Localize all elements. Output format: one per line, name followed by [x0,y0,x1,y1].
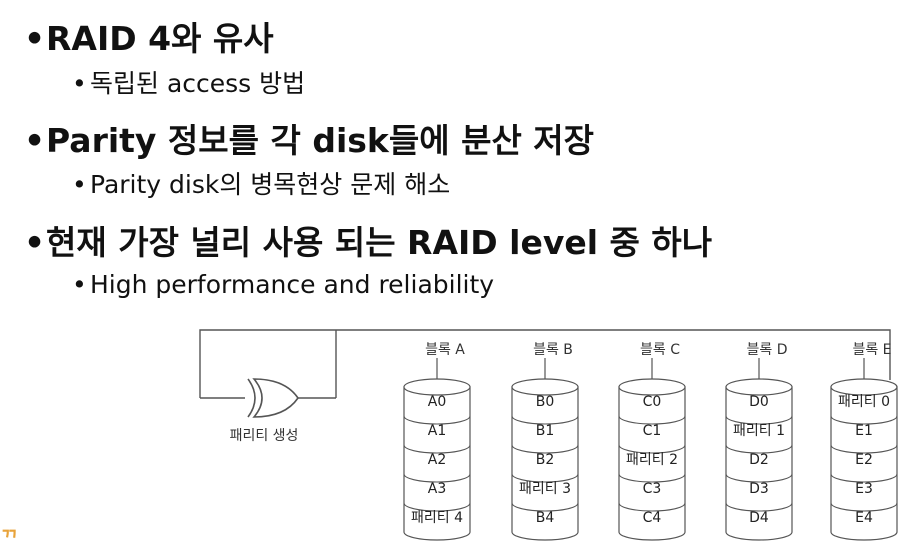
disk-top [403,378,471,396]
disk-block: B4 [536,510,555,526]
disk-separator [725,444,793,454]
disk-separator [618,502,686,512]
disk-block: 패리티 4 [411,510,463,526]
disk-separator [511,415,579,425]
disk-separator [618,473,686,483]
bullet-dot: • [72,270,87,299]
disk-block: B2 [536,452,555,468]
disk-label: 블록 D [747,342,788,358]
bullet-4: •Parity disk의 병목현상 문제 해소 [72,165,450,201]
bullet-dot: • [72,69,87,98]
bullet-3: •Parity 정보를 각 disk들에 분산 저장 [24,114,594,162]
bullet-dot: • [24,121,46,160]
disk-block: D0 [749,394,769,410]
disk-body [403,386,471,541]
disk-block: B0 [536,394,555,410]
disk-separator [403,473,471,483]
disk-block: E2 [855,452,873,468]
bullet-6: •High performance and reliability [72,270,494,299]
disk-block: 패리티 0 [838,394,890,410]
disk-label: 블록 E [852,342,891,358]
disk-separator [511,444,579,454]
bullet-text: Parity 정보를 각 disk들에 분산 저장 [46,121,595,160]
bullet-text: 현재 가장 널리 사용 되는 RAID level 중 하나 [46,223,713,262]
disk-block: 패리티 3 [519,481,571,497]
bullet-dot: • [24,19,46,58]
bullet-dot: • [24,223,46,262]
disk-separator [830,473,898,483]
disk-body [511,386,579,541]
disk-block: C1 [643,423,662,439]
disk-separator [618,444,686,454]
bullet-5: •현재 가장 널리 사용 되는 RAID level 중 하나 [24,216,712,264]
disk-label: 블록 A [425,342,465,358]
disk-separator [403,502,471,512]
bullet-dot: • [72,170,87,199]
disk-block: D4 [749,510,769,526]
xor-gate-icon [247,378,299,418]
disk-block: D3 [749,481,769,497]
disk-separator [830,444,898,454]
disk-separator [830,415,898,425]
disk-block: E4 [855,510,873,526]
disk-block: C0 [643,394,662,410]
bullet-text: Parity disk의 병목현상 문제 해소 [90,170,451,199]
disk-separator [511,473,579,483]
bullet-text: High performance and reliability [90,270,495,299]
disk-top [618,378,686,396]
xor-label: 패리티 생성 [230,428,299,444]
disk-block: B1 [536,423,555,439]
disk-separator [403,444,471,454]
disk-body [830,386,898,541]
disk-block: C4 [643,510,662,526]
disk-separator [725,473,793,483]
bullet-text: RAID 4와 유사 [46,19,274,58]
disk-top [725,378,793,396]
disk-block: A2 [428,452,446,468]
bullet-text: 독립된 access 방법 [90,69,306,98]
disk-block: E3 [855,481,873,497]
disk-separator [511,502,579,512]
disk-block: A1 [428,423,446,439]
disk-separator [725,415,793,425]
disk-label: 블록 B [533,342,573,358]
disk-block: 패리티 2 [626,452,678,468]
disk-block: C3 [643,481,662,497]
disk-block: A0 [428,394,446,410]
disk-block: A3 [428,481,446,497]
disk-body [725,386,793,541]
disk-separator [725,502,793,512]
bullet-1: •RAID 4와 유사 [24,12,274,60]
corner-logo-fragment: ᄁ [0,526,19,550]
disk-separator [618,415,686,425]
disk-top [511,378,579,396]
bullet-2: •독립된 access 방법 [72,64,305,100]
parity-bus [199,329,891,399]
disk-block: 패리티 1 [733,423,785,439]
disk-top [830,378,898,396]
disk-separator [403,415,471,425]
disk-separator [830,502,898,512]
disk-label: 블록 C [640,342,680,358]
disk-block: D2 [749,452,769,468]
disk-body [618,386,686,541]
disk-block: E1 [855,423,873,439]
